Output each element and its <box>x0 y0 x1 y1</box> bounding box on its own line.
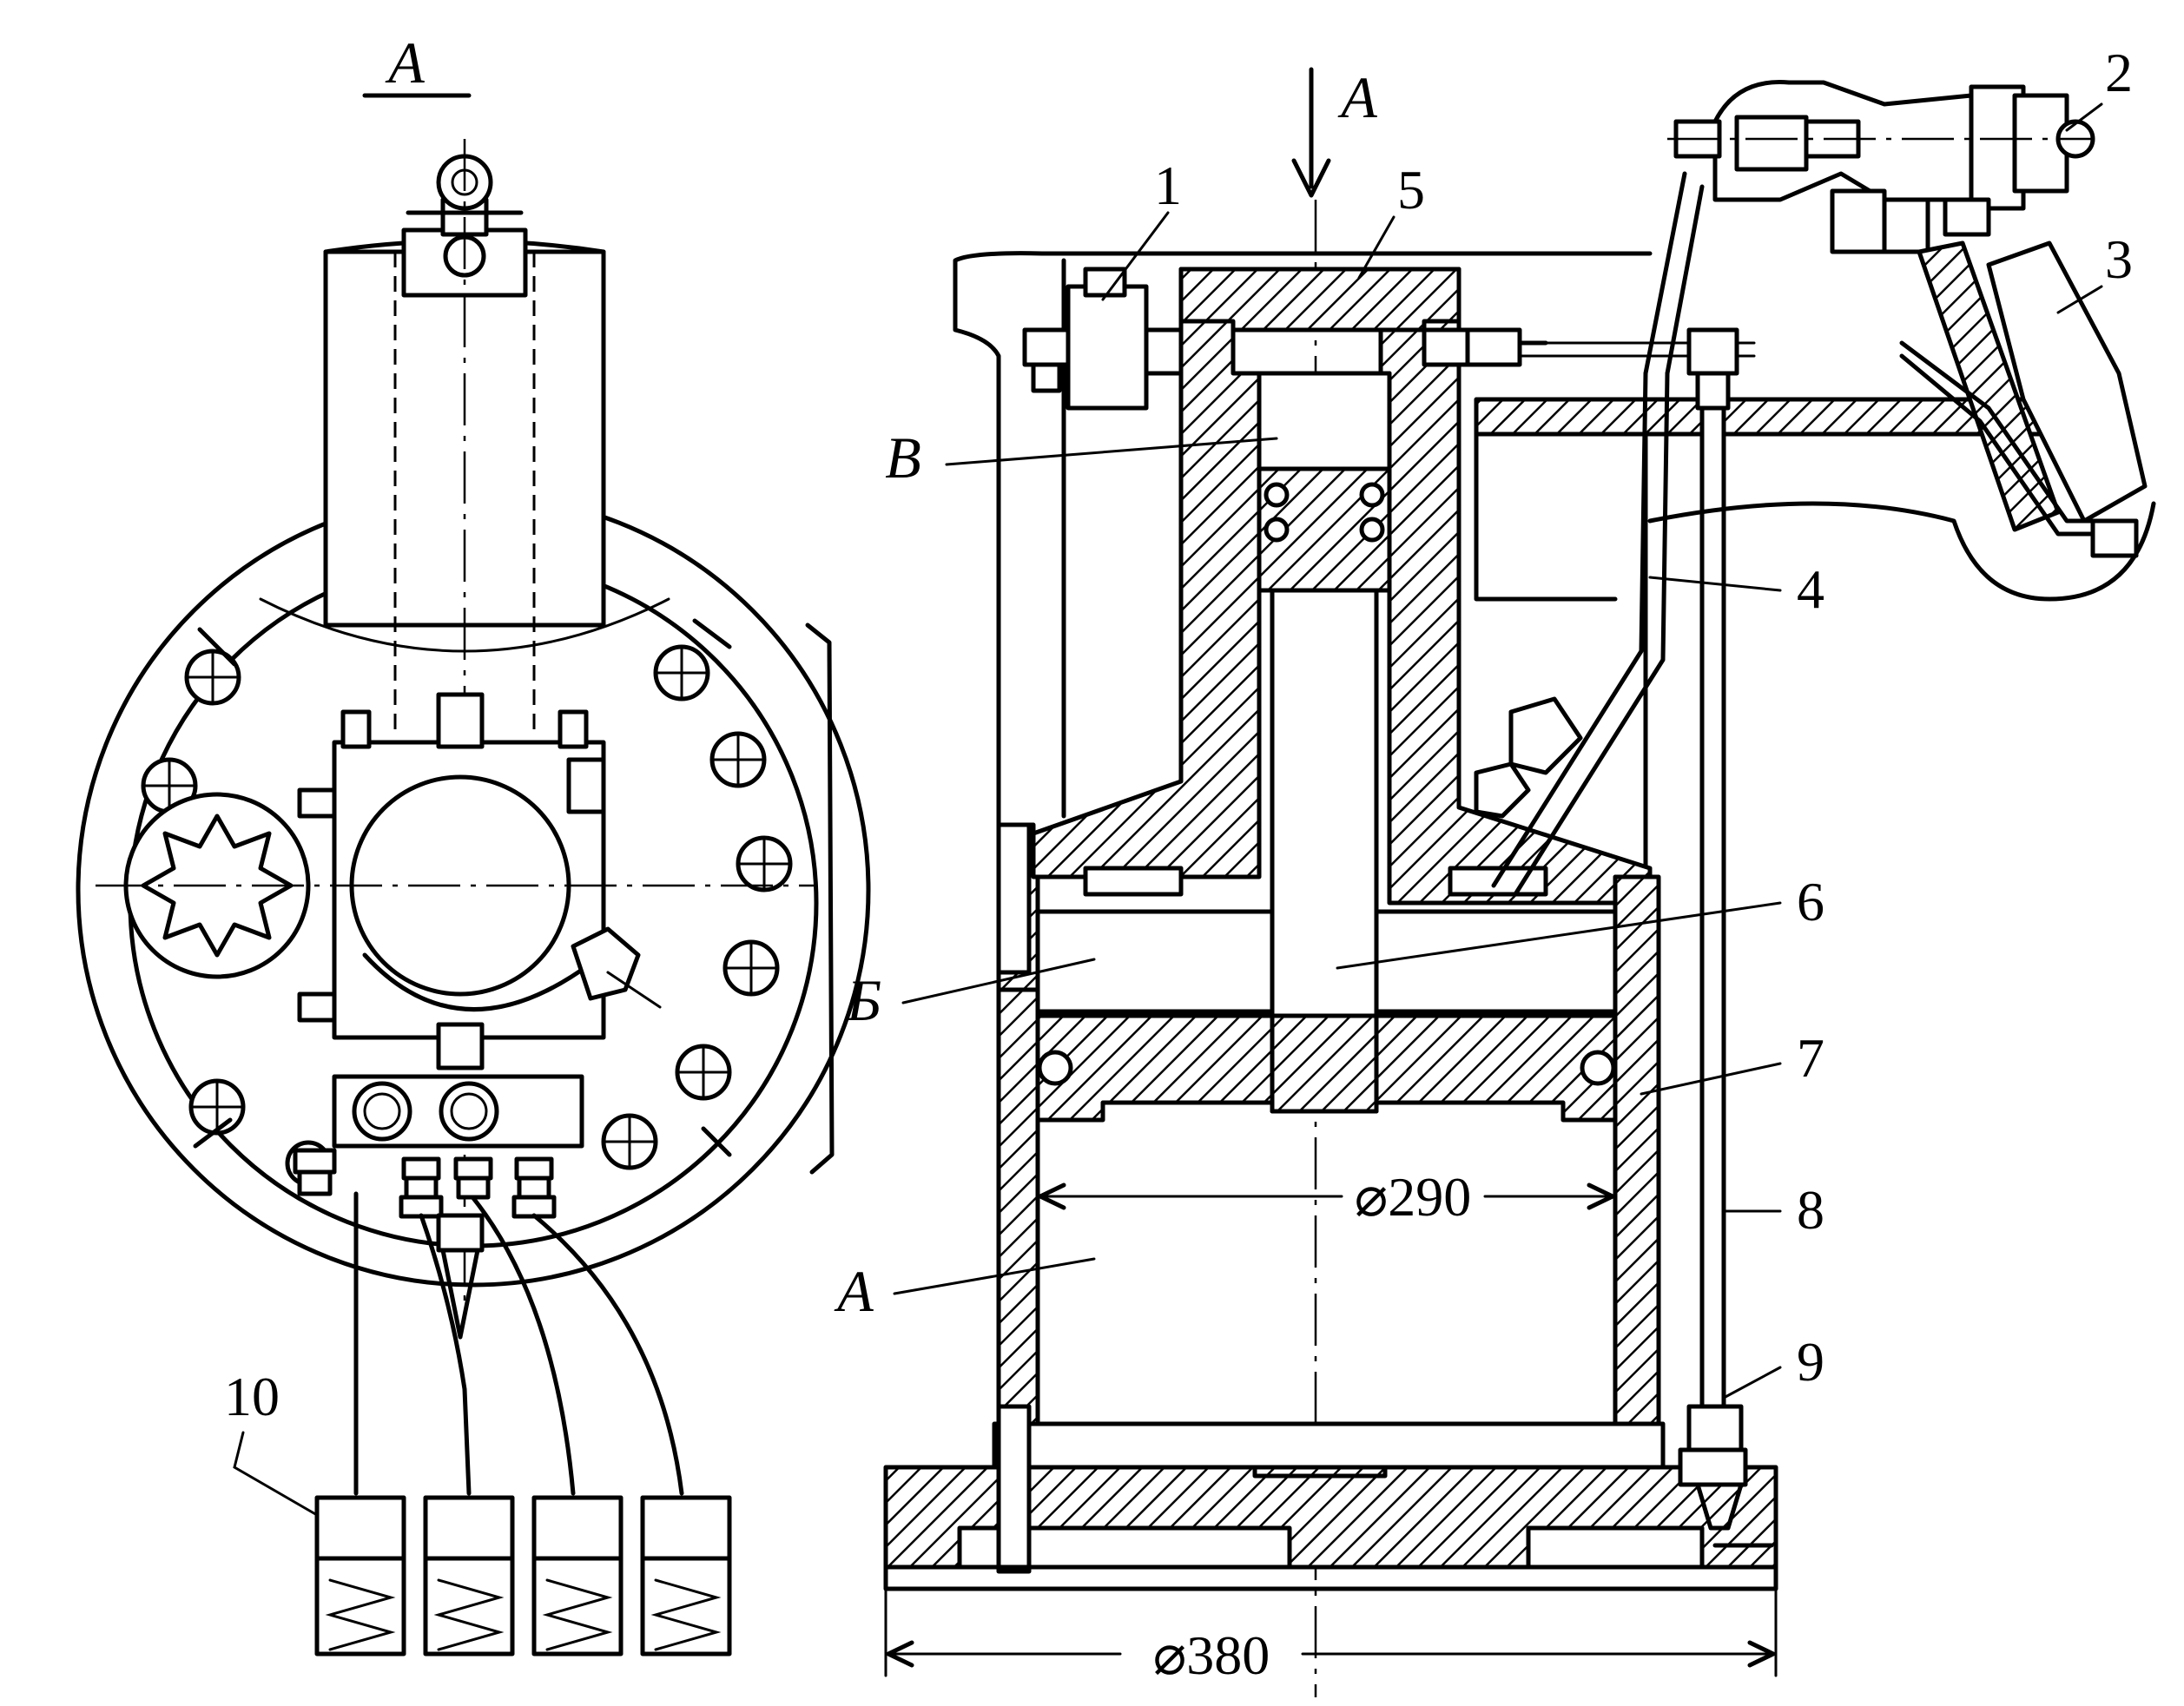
housing-right-curve <box>1474 431 2156 602</box>
star-gear-icon <box>141 813 294 958</box>
outlet-fittings <box>293 1148 557 1340</box>
fitting-6-nut <box>1508 696 1583 775</box>
callout-5: 5 <box>1397 159 1425 221</box>
valve-arc-lower <box>362 952 593 1011</box>
dimension-380: ⌀380 <box>884 1587 1778 1686</box>
callout-8: 8 <box>1797 1179 1824 1241</box>
valve-1 <box>1066 284 1149 411</box>
section-view: А <box>834 42 2156 1697</box>
chamber-v <box>1257 371 1392 471</box>
callout-1: 1 <box>1154 155 1182 216</box>
box-3 <box>1986 240 2148 524</box>
end-view: А <box>76 30 871 1657</box>
cylinder-wall-right <box>1613 874 1661 1444</box>
pipe-2 <box>419 1213 472 1496</box>
chamber-v-label: В <box>885 425 921 491</box>
callout-9: 9 <box>1797 1331 1824 1393</box>
section-arrow-label: А <box>1337 64 1377 130</box>
tube-4 <box>1643 171 1705 376</box>
spring-units <box>314 1495 732 1657</box>
callout-6: 6 <box>1797 871 1824 932</box>
callout-10: 10 <box>224 1366 280 1427</box>
callout-4: 4 <box>1797 558 1824 620</box>
top-cap <box>1178 267 1461 333</box>
housing-edge-bracket <box>805 622 835 1175</box>
dimension-290-text: ⌀290 <box>1355 1166 1472 1228</box>
callout-7: 7 <box>1797 1027 1824 1089</box>
pipe-4 <box>531 1213 684 1496</box>
frame-outline <box>953 251 1653 1444</box>
chamber-b-label: Б <box>846 967 881 1033</box>
chamber-a-label: А <box>834 1258 874 1324</box>
dimension-290: ⌀290 <box>1038 1166 1615 1228</box>
callout-2: 2 <box>2105 42 2133 103</box>
dimension-380-text: ⌀380 <box>1153 1624 1270 1686</box>
chamber-b <box>1035 909 1275 1014</box>
view-title: А <box>385 30 425 96</box>
piston-hub <box>1270 1013 1379 1114</box>
valve-top-boss <box>436 692 485 749</box>
pipe-3 <box>471 1196 576 1496</box>
cylinder-wall-left <box>996 978 1040 1444</box>
callout-3: 3 <box>2105 228 2133 290</box>
fitting-9 <box>1686 1404 1744 1452</box>
